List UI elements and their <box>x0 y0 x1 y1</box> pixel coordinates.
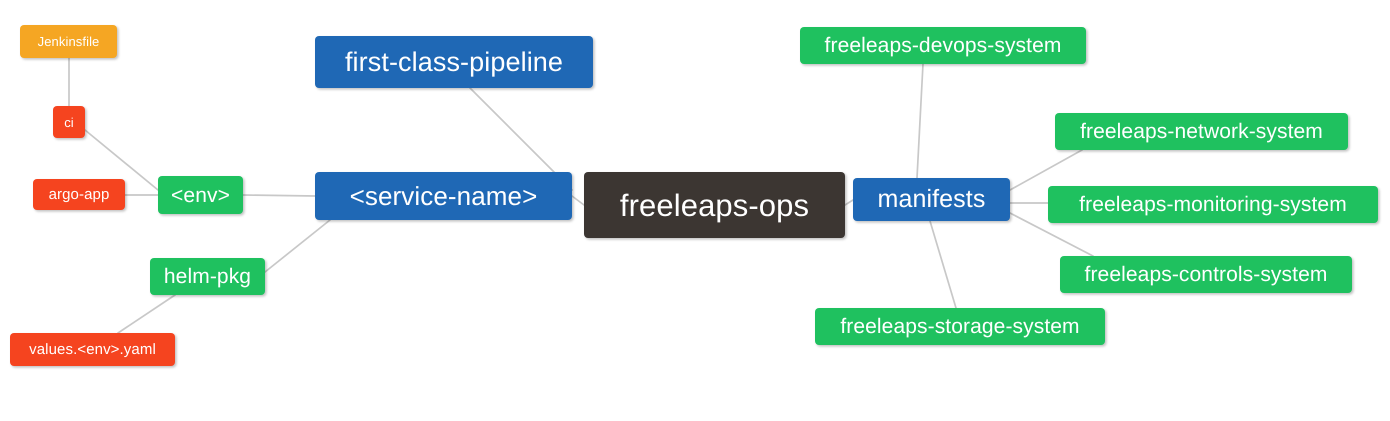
node-freeleaps-storage-system[interactable]: freeleaps-storage-system <box>815 308 1105 345</box>
node-freeleaps-ops[interactable]: freeleaps-ops <box>584 172 845 238</box>
node-label: first-class-pipeline <box>344 46 564 77</box>
node-values-env-yaml[interactable]: values.<env>.yaml <box>10 333 175 366</box>
node-jenkinsfile[interactable]: Jenkinsfile <box>20 25 117 58</box>
node-first-class-pipeline[interactable]: first-class-pipeline <box>315 36 593 88</box>
node-label: manifests <box>877 185 986 213</box>
node-label: Jenkinsfile <box>37 34 100 49</box>
node-freeleaps-network-system[interactable]: freeleaps-network-system <box>1055 113 1348 150</box>
node-freeleaps-monitoring-system[interactable]: freeleaps-monitoring-system <box>1048 186 1378 223</box>
edge-service-name-to-env <box>242 194 316 197</box>
node-label: freeleaps-storage-system <box>840 315 1080 338</box>
node-label: <service-name> <box>349 181 538 211</box>
edge-helm-pkg-to-values-env-yaml <box>117 294 176 334</box>
node-label: freeleaps-monitoring-system <box>1079 193 1347 216</box>
node-freeleaps-controls-system[interactable]: freeleaps-controls-system <box>1060 256 1352 293</box>
node-manifests[interactable]: manifests <box>853 178 1010 221</box>
node-label: values.<env>.yaml <box>29 341 156 358</box>
node-helm-pkg[interactable]: helm-pkg <box>150 258 265 295</box>
node-label: freeleaps-controls-system <box>1084 263 1328 286</box>
edge-manifests-to-freeleaps-network-system <box>1009 149 1083 191</box>
edge-manifests-to-freeleaps-devops-system <box>916 63 924 179</box>
node-label: argo-app <box>48 186 110 203</box>
node-label: helm-pkg <box>163 265 252 288</box>
node-label: ci <box>64 114 74 130</box>
node-label: <env> <box>171 183 230 207</box>
edge-manifests-to-freeleaps-storage-system <box>929 220 957 309</box>
node-env[interactable]: <env> <box>158 176 243 214</box>
edge-freeleaps-ops-to-service-name <box>571 195 585 206</box>
node-label: freeleaps-ops <box>619 187 810 223</box>
node-freeleaps-devops-system[interactable]: freeleaps-devops-system <box>800 27 1086 64</box>
edge-service-name-to-helm-pkg <box>264 219 331 273</box>
node-label: freeleaps-devops-system <box>824 34 1062 57</box>
node-label: freeleaps-network-system <box>1080 120 1323 143</box>
node-ci[interactable]: ci <box>53 106 85 138</box>
node-service-name[interactable]: <service-name> <box>315 172 572 220</box>
node-argo-app[interactable]: argo-app <box>33 179 125 210</box>
edge-freeleaps-ops-to-manifests <box>844 199 854 206</box>
